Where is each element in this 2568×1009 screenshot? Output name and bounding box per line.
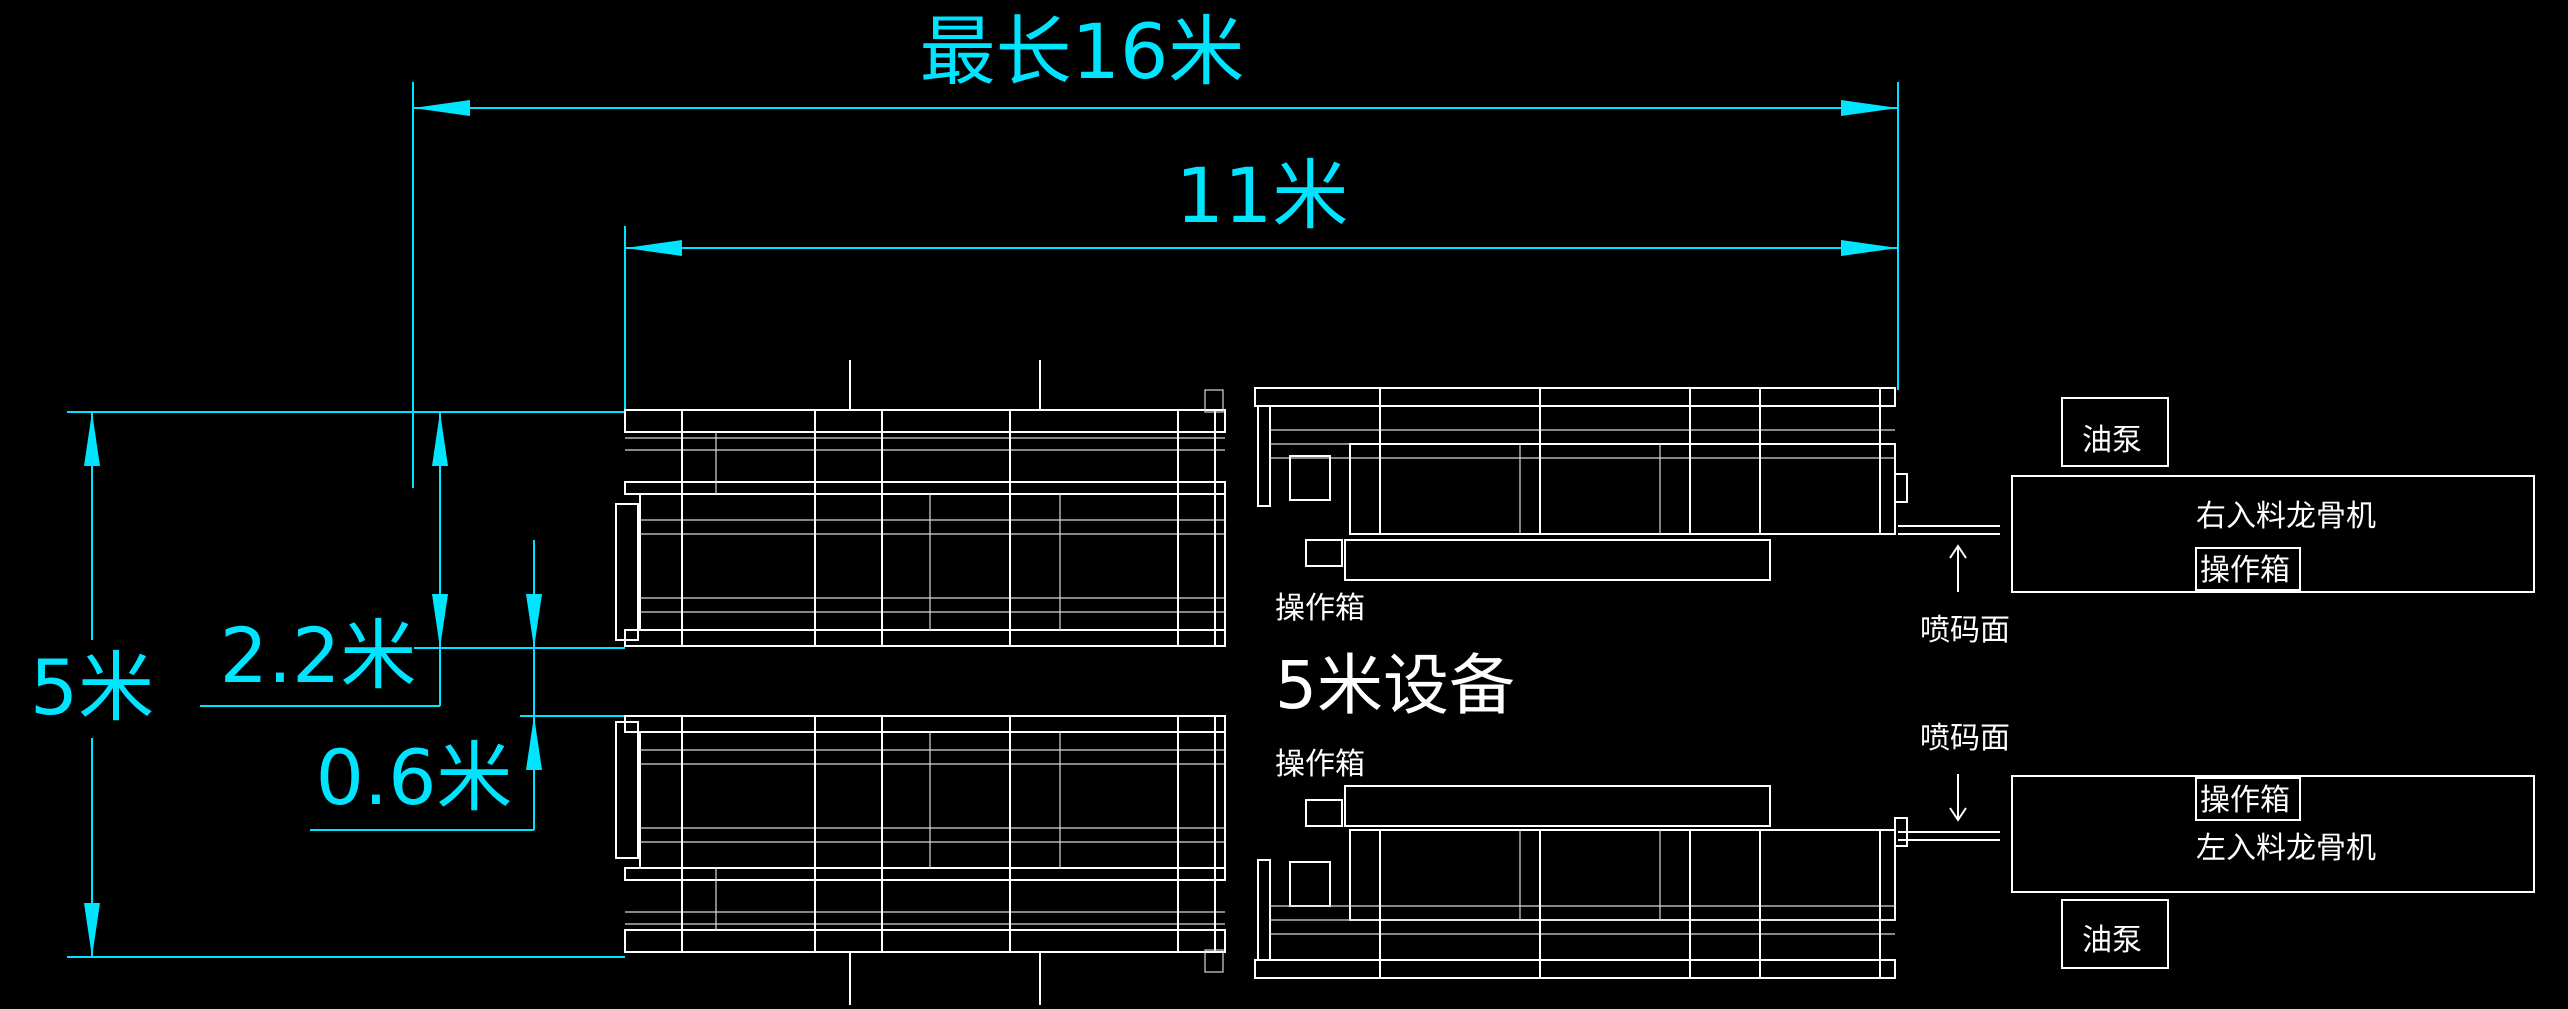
dimension-5m: 5米 (30, 411, 625, 958)
dimension-0-6m: 0.6米 (310, 540, 625, 831)
lane-2-2m-label: 2.2米 (220, 611, 417, 700)
gap-0-6m-label: 0.6米 (316, 733, 513, 822)
left-feeder-op-label: 操作箱 (2200, 783, 2290, 818)
oil-pump-bottom-label: 油泵 (2082, 923, 2142, 958)
spray-face-top-label: 喷码面 (1920, 613, 2010, 648)
spray-face-bottom: 喷码面 (1920, 721, 2010, 822)
top-machine-left-section (615, 360, 1226, 647)
oil-pump-top-label: 油泵 (2082, 423, 2142, 458)
right-feeder-label: 右入料龙骨机 (2196, 499, 2376, 534)
spray-face-bottom-label: 喷码面 (1920, 721, 2010, 756)
bottom-machine-left-section (615, 715, 1226, 1005)
right-feeder-op-label: 操作箱 (2200, 553, 2290, 588)
dimension-16m: 最长16米 (412, 7, 1899, 488)
spray-face-top: 喷码面 (1920, 544, 2010, 648)
oil-pump-bottom: 油泵 (2061, 899, 2169, 969)
left-feeder: 操作箱 左入料龙骨机 (2011, 775, 2535, 893)
dimension-11m: 11米 (624, 151, 1898, 412)
left-feeder-label: 左入料龙骨机 (2196, 831, 2376, 866)
length-11m-label: 11米 (1176, 151, 1349, 240)
dimension-2-2m: 2.2米 (200, 412, 625, 707)
width-5m-label: 5米 (30, 643, 154, 732)
oil-pump-top: 油泵 (2061, 397, 2169, 467)
right-feeder: 右入料龙骨机 操作箱 (2011, 475, 2535, 593)
operation-box-bottom-label: 操作箱 (1275, 747, 1365, 782)
title-5m-equipment: 5米设备 (1275, 647, 1515, 724)
max-length-label: 最长16米 (920, 7, 1245, 96)
bottom-machine-right-section (1254, 785, 2000, 979)
operation-box-top-label: 操作箱 (1275, 591, 1365, 626)
top-machine-right-section (1254, 387, 2000, 581)
